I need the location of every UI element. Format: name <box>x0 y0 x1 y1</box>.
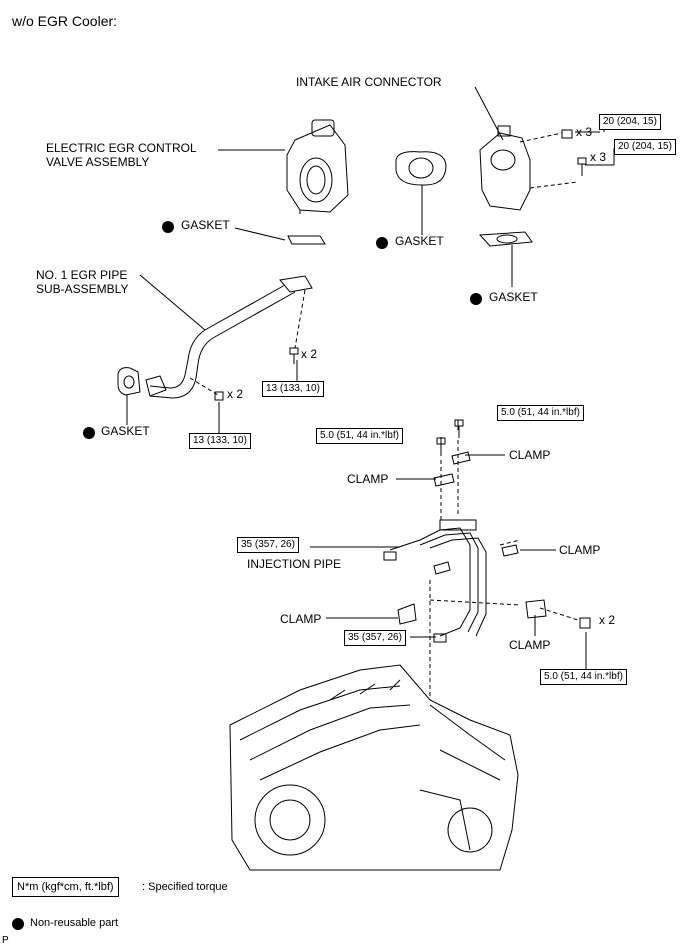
nonreusable-dot <box>470 293 482 305</box>
label-egr-pipe-line1: NO. 1 EGR PIPE <box>36 268 128 282</box>
qty-bolt-top: x 3 <box>590 150 607 164</box>
qty-nut-lower: x 2 <box>599 613 616 627</box>
egr-pipe-drawing <box>145 275 313 399</box>
torque-box-connector-bolt: 20 (204, 15) <box>614 139 676 155</box>
qty-bolt-pipe: x 2 <box>301 347 318 361</box>
label-clamp-right: CLAMP <box>559 543 601 557</box>
nonreusable-dot <box>83 427 95 439</box>
label-egr-valve-line1: ELECTRIC EGR CONTROL <box>46 141 197 155</box>
nonreusable-dot <box>162 221 174 233</box>
corner-mark: P <box>2 935 9 946</box>
gasket-pipe-drawing <box>117 367 141 396</box>
legend-nonreusable-desc: Non-reusable part <box>30 917 119 929</box>
torque-box-pipe-bolt: 13 (133, 10) <box>262 381 324 397</box>
qty-nut-pipe: x 2 <box>227 387 244 401</box>
label-egr-pipe-line2: SUB-ASSEMBLY <box>36 282 129 296</box>
leader-intake-connector <box>474 86 504 141</box>
engine-drawing <box>229 664 519 871</box>
leader-gasket-valve <box>234 227 286 241</box>
torque-box-injection-upper: 35 (357, 26) <box>237 537 299 553</box>
label-clamp-lower-right: CLAMP <box>509 638 551 652</box>
torque-box-clamp-bolt-left: 5.0 (51, 44 in.*lbf) <box>316 428 403 444</box>
injection-pipe-drawing <box>383 519 487 643</box>
label-gasket-center: GASKET <box>395 234 444 248</box>
clamp-drawings <box>397 451 547 625</box>
torque-box-clamp-nut-lower: 5.0 (51, 44 in.*lbf) <box>540 669 627 685</box>
torque-box-connector-nut: 20 (204, 15) <box>599 114 661 130</box>
leader-egr-pipe <box>139 274 206 331</box>
torque-box-pipe-nut: 13 (133, 10) <box>189 433 251 449</box>
gasket-center-drawing <box>395 151 447 186</box>
label-gasket-connector: GASKET <box>489 290 538 304</box>
label-clamp-top: CLAMP <box>509 448 551 462</box>
label-gasket-pipe: GASKET <box>101 424 150 438</box>
gasket-valve-drawing <box>287 235 326 245</box>
legend-torque-unit-box: N*m (kgf*cm, ft.*lbf) <box>12 877 119 897</box>
egr-valve-drawing <box>286 119 349 214</box>
legend-torque-desc: : Specified torque <box>142 881 228 893</box>
label-gasket-valve: GASKET <box>181 218 230 232</box>
page-title: w/o EGR Cooler: <box>12 13 118 29</box>
legend-nonreusable-dot <box>12 918 24 930</box>
label-clamp-lower-left: CLAMP <box>280 612 322 626</box>
torque-box-injection-lower: 35 (357, 26) <box>344 630 406 646</box>
gasket-connector-drawing <box>478 231 533 247</box>
nonreusable-dot <box>376 237 388 249</box>
label-intake-air-connector: INTAKE AIR CONNECTOR <box>296 75 442 89</box>
label-clamp-left: CLAMP <box>347 472 389 486</box>
label-injection-pipe: INJECTION PIPE <box>247 557 342 571</box>
torque-box-clamp-bolt-right: 5.0 (51, 44 in.*lbf) <box>497 405 584 421</box>
fastener-drawings <box>214 129 591 629</box>
qty-nut-top: x 3 <box>576 125 593 139</box>
intake-connector-drawing <box>479 125 531 211</box>
label-egr-valve-line2: VALVE ASSEMBLY <box>46 155 150 169</box>
